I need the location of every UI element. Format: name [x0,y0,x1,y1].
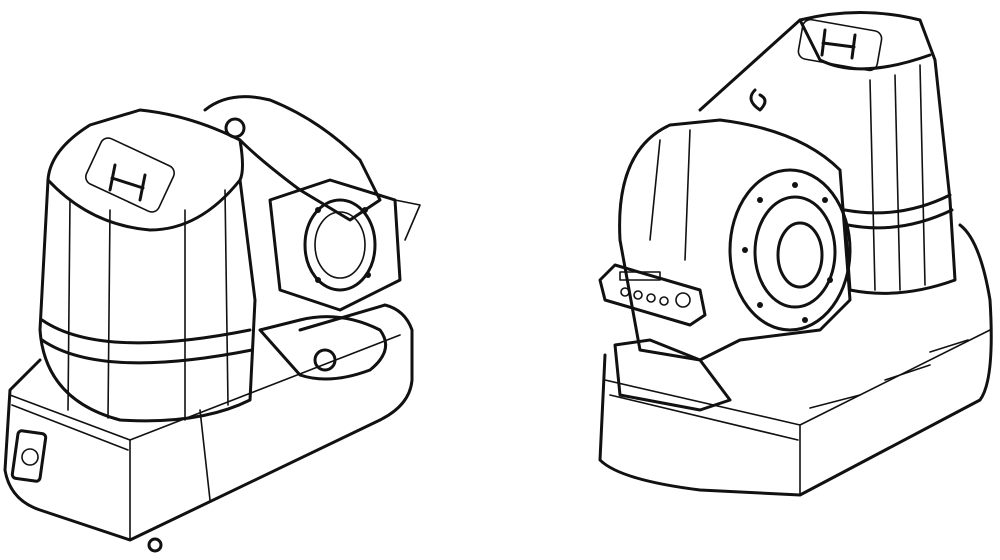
machine-left-logo [85,137,175,213]
machine-left-top [46,108,244,232]
machine-left [3,95,421,553]
machine-right-control-panel [598,263,707,327]
machine-right-tower [698,11,957,295]
machine-left-foot [147,537,163,553]
machine-left-crimp-head [268,178,421,312]
machine-right-housing [618,118,852,362]
machine-right-base [598,223,993,497]
machine-left-switch-panel [10,429,48,483]
machine-left-base [3,303,414,542]
machine-right-crimp-ring [728,168,852,332]
machine-right-logo [797,18,883,72]
machine-left-motor [203,95,382,222]
machine-left-body [38,178,257,423]
machine-right [598,11,993,497]
